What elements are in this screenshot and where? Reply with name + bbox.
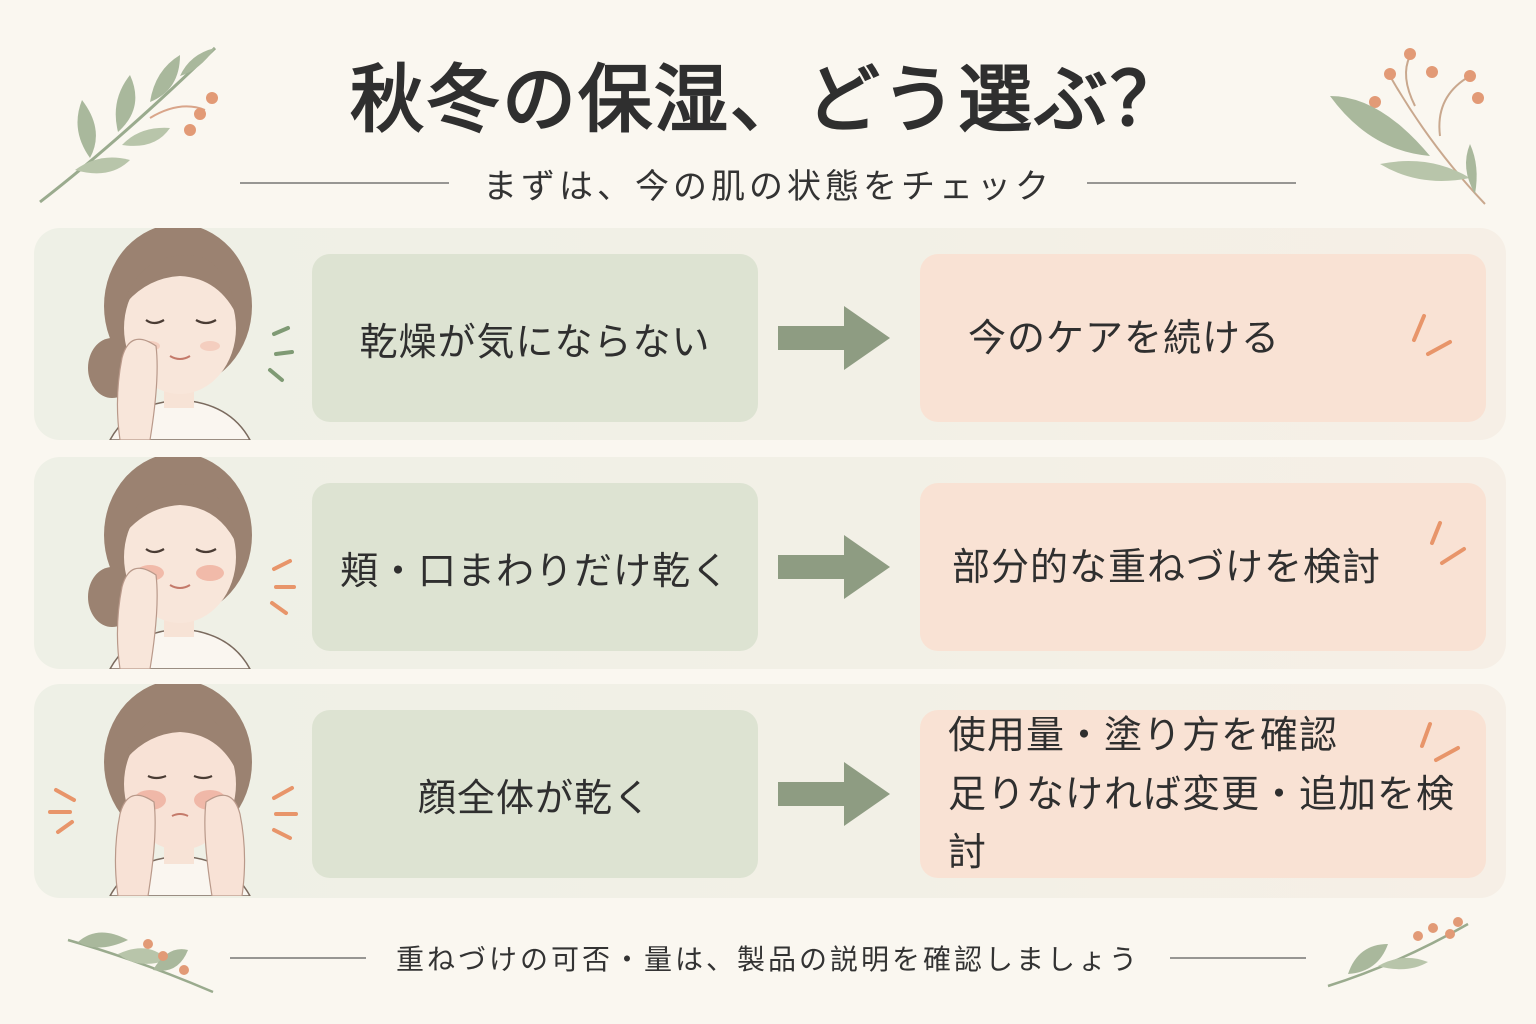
sparkle-lines-icon [1420,722,1460,762]
action-box: 今のケアを続ける [920,254,1486,422]
sparkle-lines-icon [272,786,298,840]
woman-face-illustration [88,457,252,669]
sparkle-lines-icon [268,326,294,382]
berry-sprig-icon [1327,917,1469,988]
action-box: 使用量・塗り方を確認 足りなければ変更・追加を検討 [920,710,1486,878]
divider [1170,957,1307,959]
action-text: 今のケアを続ける [968,315,1281,360]
condition-box: 頬・口まわりだけ乾く [312,483,758,651]
skin-condition-row: 顔全体が乾く 使用量・塗り方を確認 足りなければ変更・追加を検討 [34,684,1506,898]
action-box: 部分的な重ねづけを検討 [920,483,1486,651]
subtitle-bar: まずは、今の肌の状態をチェック [240,160,1296,207]
action-text: 足りなければ変更・追加を検討 [948,771,1456,875]
footer-note-bar: 重ねづけの可否・量は、製品の説明を確認しましょう [230,936,1307,980]
sparkle-lines-icon [48,788,76,834]
sparkle-lines-icon [1412,314,1452,356]
condition-box: 乾燥が気にならない [312,254,758,422]
leaf-sprig-icon [67,932,214,994]
sparkle-lines-icon [270,559,296,615]
arrow-right-icon [778,306,890,370]
action-text: 使用量・塗り方を確認 [948,712,1339,757]
page-subtitle: まずは、今の肌の状態をチェック [483,166,1053,207]
action-text: 部分的な重ねづけを検討 [952,544,1382,589]
divider [1087,182,1296,184]
divider [240,182,449,184]
skin-condition-row: 乾燥が気にならない 今のケアを続ける [34,228,1506,440]
berry-sprig-icon [1330,48,1486,205]
condition-box: 顔全体が乾く [312,710,758,878]
page-title: 秋冬の保湿、どう選ぶ？ [350,57,1186,143]
arrow-right-icon [778,535,890,599]
skin-condition-row: 頬・口まわりだけ乾く 部分的な重ねづけを検討 [34,457,1506,669]
leaf-sprig-icon [39,46,218,204]
footer-note: 重ねづけの可否・量は、製品の説明を確認しましょう [396,943,1141,976]
arrow-right-icon [778,762,890,826]
divider [230,957,366,959]
woman-face-illustration [88,228,252,440]
woman-face-illustration [104,684,252,896]
sparkle-lines-icon [1430,521,1466,565]
